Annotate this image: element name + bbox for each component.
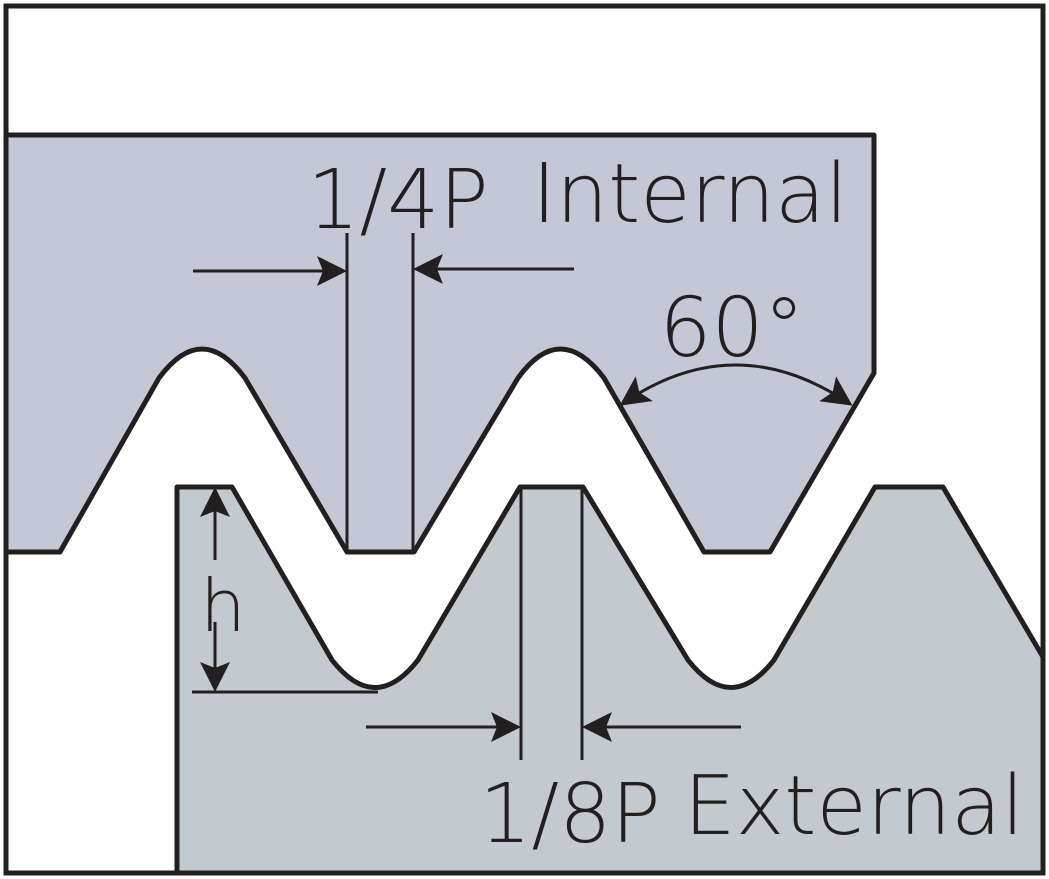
internal-thread-body [3,132,877,555]
internal-label: Internal [532,147,848,242]
external-thread-body [174,484,1046,876]
external-label: External [684,759,1024,854]
external-pitch-label: 1/8P [479,767,660,862]
angle-arc [619,363,853,406]
internal-pitch-label: 1/4P [307,153,488,248]
height-label: h [200,564,246,648]
angle-label: 60° [659,281,804,376]
